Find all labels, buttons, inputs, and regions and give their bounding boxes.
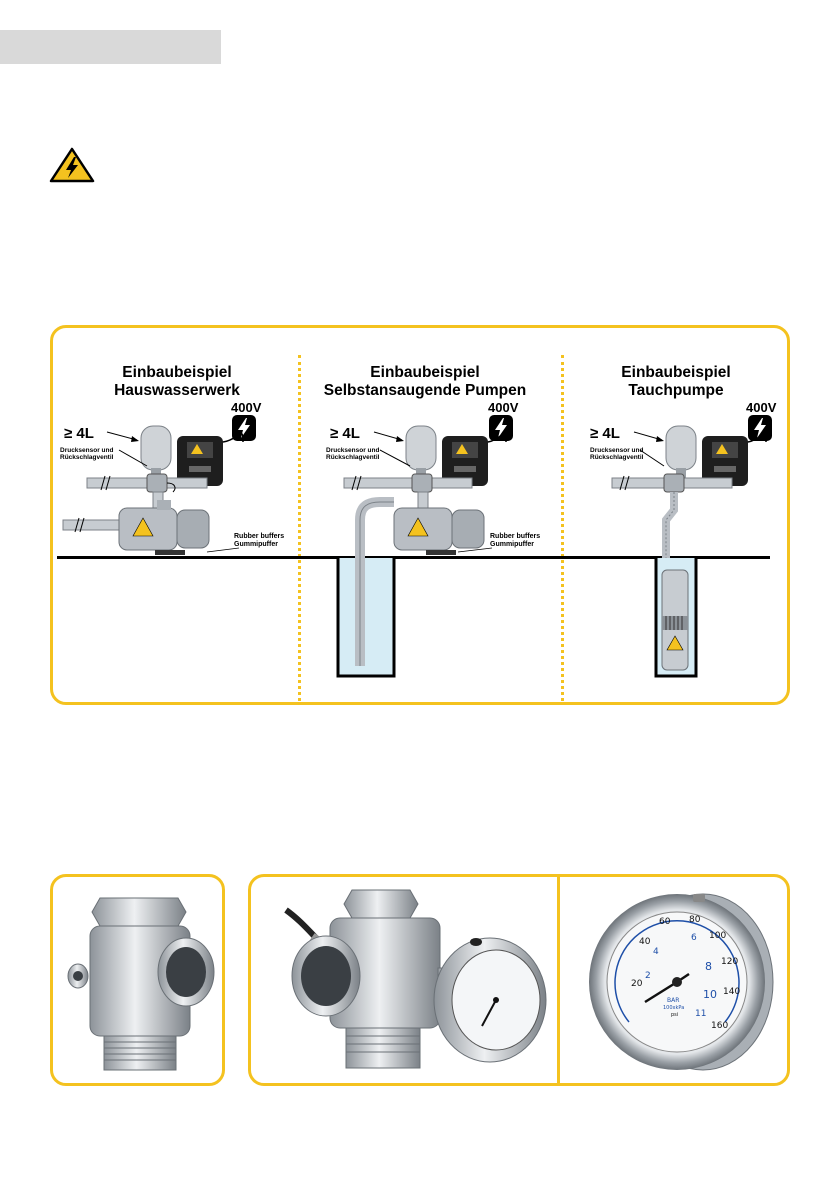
submersible-illustration bbox=[590, 410, 780, 682]
ground-line bbox=[57, 556, 770, 559]
tee-fitting-image bbox=[60, 880, 220, 1080]
voltage-label: 400V bbox=[746, 400, 777, 415]
gauge-bar-2: 2 bbox=[645, 971, 651, 981]
assembly-photo-panel bbox=[248, 874, 790, 1086]
rubber-buffers-label: Rubber buffers Gummipuffer bbox=[490, 533, 541, 548]
installation-examples-panel bbox=[50, 325, 790, 705]
gauge-bar-4: 4 bbox=[653, 947, 659, 957]
example-title-submersible: Einbaubeispiel Tauchpumpe bbox=[621, 364, 731, 399]
gauge-psi-120: 120 bbox=[721, 957, 738, 967]
gauge-psi-140: 140 bbox=[723, 987, 740, 997]
rubber-buffers-label: Rubber buffers Gummipuffer bbox=[234, 533, 285, 548]
self-priming-illustration bbox=[330, 410, 560, 680]
panel-divider bbox=[298, 355, 301, 701]
section-header-tab bbox=[0, 30, 221, 64]
gauge-bar-11: 11 bbox=[695, 1009, 706, 1019]
gauge-bar-10: 10 bbox=[703, 988, 717, 1001]
panel-divider bbox=[561, 355, 564, 701]
gauge-unit-bar: BAR bbox=[667, 997, 679, 1004]
gauge-psi-60: 60 bbox=[659, 917, 671, 927]
gauge-psi-40: 40 bbox=[639, 937, 651, 947]
gauge-psi-80: 80 bbox=[689, 915, 701, 925]
house-waterworks-illustration bbox=[57, 410, 297, 560]
example-title-self-priming: Einbaubeispiel Selbstansaugende Pumpen bbox=[323, 364, 527, 399]
gauge-bar-8: 8 bbox=[705, 960, 712, 973]
pressure-sensor-label: Drucksensor und Rückschlagventil bbox=[590, 447, 644, 461]
pressure-sensor-label: Drucksensor und Rückschlagventil bbox=[60, 447, 114, 461]
voltage-label: 400V bbox=[231, 400, 262, 415]
tank-volume-label: ≥ 4L bbox=[590, 425, 620, 442]
example-title-house-waterworks: Einbaubeispiel Hauswasserwerk bbox=[114, 364, 240, 399]
gauge-psi-160: 160 bbox=[711, 1021, 728, 1031]
pressure-sensor-label: Drucksensor und Rückschlagventil bbox=[326, 447, 380, 461]
voltage-label: 400V bbox=[488, 400, 519, 415]
gauge-bar-6: 6 bbox=[691, 933, 697, 943]
fitting-with-gauge-image bbox=[270, 880, 550, 1080]
gauge-unit-psi: psi bbox=[671, 1012, 678, 1018]
gauge-unit-kpa: 100xkPa bbox=[663, 1005, 684, 1011]
pressure-gauge-image: 20 40 60 80 100 120 140 160 2 4 6 8 10 1… bbox=[585, 882, 775, 1078]
tank-volume-label: ≥ 4L bbox=[330, 425, 360, 442]
gauge-psi-100: 100 bbox=[709, 931, 726, 941]
fitting-photo-panel bbox=[50, 874, 225, 1086]
photo-divider bbox=[557, 877, 560, 1083]
electrical-warning-icon bbox=[49, 147, 95, 183]
gauge-psi-20: 20 bbox=[631, 979, 643, 989]
tank-volume-label: ≥ 4L bbox=[64, 425, 94, 442]
lightning-bolt-icon bbox=[489, 415, 513, 441]
